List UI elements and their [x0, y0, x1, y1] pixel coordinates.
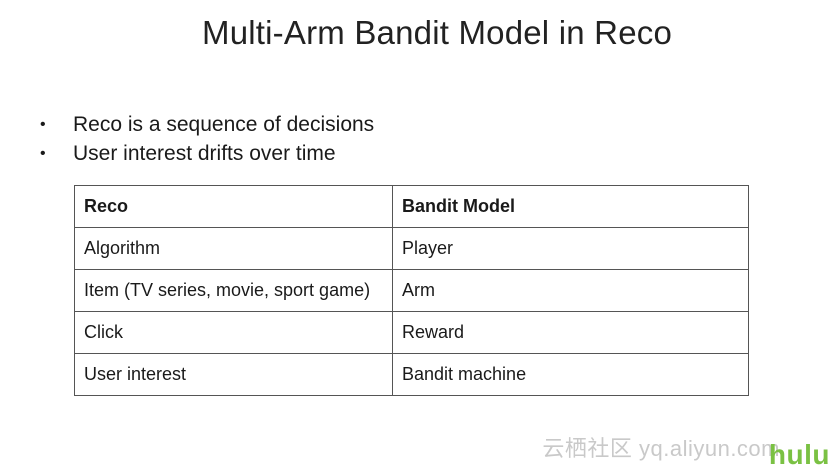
bullet-item: • User interest drifts over time: [40, 139, 374, 168]
bullet-dot-icon: •: [40, 116, 46, 133]
table-row: Item (TV series, movie, sport game) Arm: [74, 269, 749, 312]
table-row: Click Reward: [74, 311, 749, 354]
table-cell: Algorithm: [74, 227, 393, 270]
table-cell: Reward: [392, 311, 749, 354]
table-header-cell: Bandit Model: [392, 185, 749, 228]
table-cell: Bandit machine: [392, 353, 749, 396]
table-cell: Arm: [392, 269, 749, 312]
bullet-list: • Reco is a sequence of decisions • User…: [40, 110, 374, 168]
table-row: Algorithm Player: [74, 227, 749, 270]
table-cell: Click: [74, 311, 393, 354]
table-header-cell: Reco: [74, 185, 393, 228]
table-cell: Player: [392, 227, 749, 270]
hulu-logo: hulu: [768, 439, 830, 470]
watermark: 云栖社区 yq.aliyun.com: [542, 436, 780, 461]
bullet-item: • Reco is a sequence of decisions: [40, 110, 374, 139]
mapping-table: Reco Bandit Model Algorithm Player Item …: [74, 185, 749, 396]
bullet-text: User interest drifts over time: [73, 142, 336, 165]
bullet-dot-icon: •: [40, 145, 46, 162]
table-cell: User interest: [74, 353, 393, 396]
table-header-row: Reco Bandit Model: [74, 185, 749, 228]
bullet-text: Reco is a sequence of decisions: [73, 113, 375, 136]
slide-title: Multi-Arm Bandit Model in Reco: [202, 14, 672, 51]
table-row: User interest Bandit machine: [74, 353, 749, 396]
table-cell: Item (TV series, movie, sport game): [74, 269, 393, 312]
